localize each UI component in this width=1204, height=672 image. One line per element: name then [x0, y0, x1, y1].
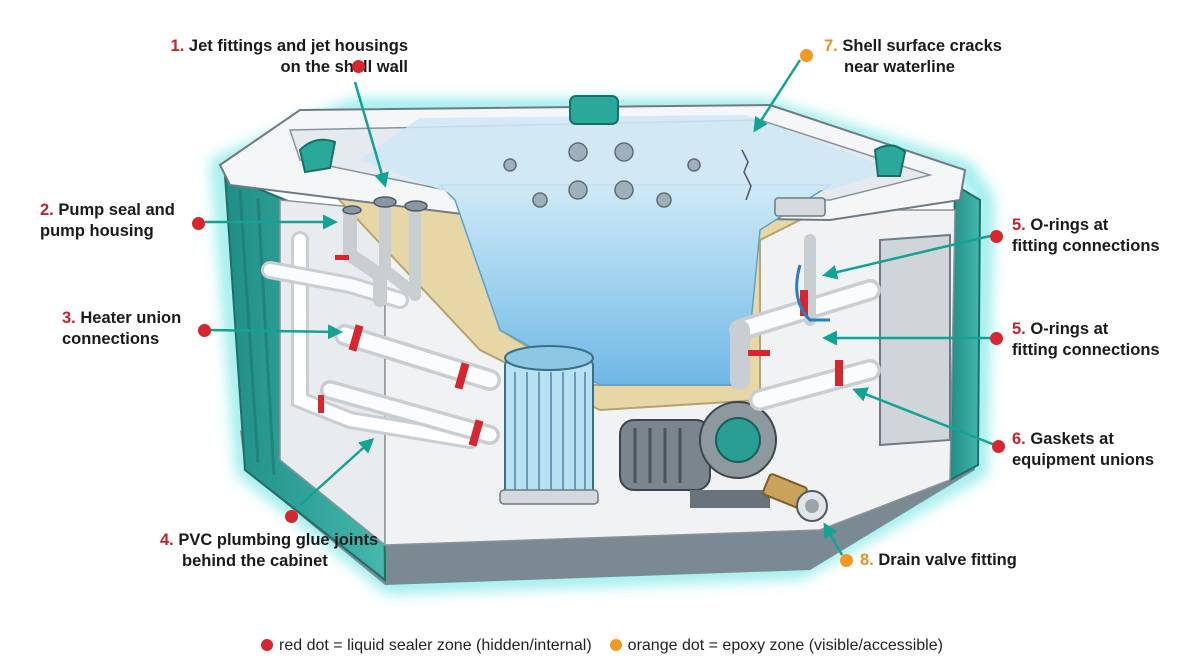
- callout-8: 8. Drain valve fitting: [860, 550, 1017, 571]
- callout-7-orange-dot: [800, 49, 813, 62]
- callout-4-red-dot: [285, 510, 298, 523]
- callout-6: 6. Gaskets at equipment unions: [1012, 429, 1154, 471]
- callout-5b: 5. O-rings at fitting connections: [1012, 319, 1160, 361]
- callout-5a: 5. O-rings at fitting connections: [1012, 215, 1160, 257]
- callout-5a-red-dot: [990, 230, 1003, 243]
- filter-cartridge: [500, 346, 598, 504]
- callout-1-red-dot: [352, 60, 365, 73]
- legend-red-text: red dot = liquid sealer zone (hidden/int…: [279, 637, 592, 654]
- callout-8-orange-dot: [840, 554, 853, 567]
- callout-7: 7. Shell surface cracks near waterline: [824, 36, 1002, 78]
- legend-orange-dot: [610, 639, 622, 651]
- callout-3: 3. Heater union connections: [62, 308, 181, 350]
- callout-5b-red-dot: [990, 332, 1003, 345]
- legend-orange-text: orange dot = epoxy zone (visible/accessi…: [628, 637, 943, 654]
- callout-1: 1. Jet fittings and jet housings on the …: [146, 36, 408, 78]
- callout-6-red-dot: [992, 440, 1005, 453]
- callout-2-red-dot: [192, 217, 205, 230]
- legend-red-dot: [261, 639, 273, 651]
- legend: red dot = liquid sealer zone (hidden/int…: [0, 637, 1204, 655]
- callout-4: 4. PVC plumbing glue joints behind the c…: [160, 530, 378, 572]
- callout-2: 2. Pump seal and pump housing: [40, 200, 175, 242]
- callout-3-red-dot: [198, 324, 211, 337]
